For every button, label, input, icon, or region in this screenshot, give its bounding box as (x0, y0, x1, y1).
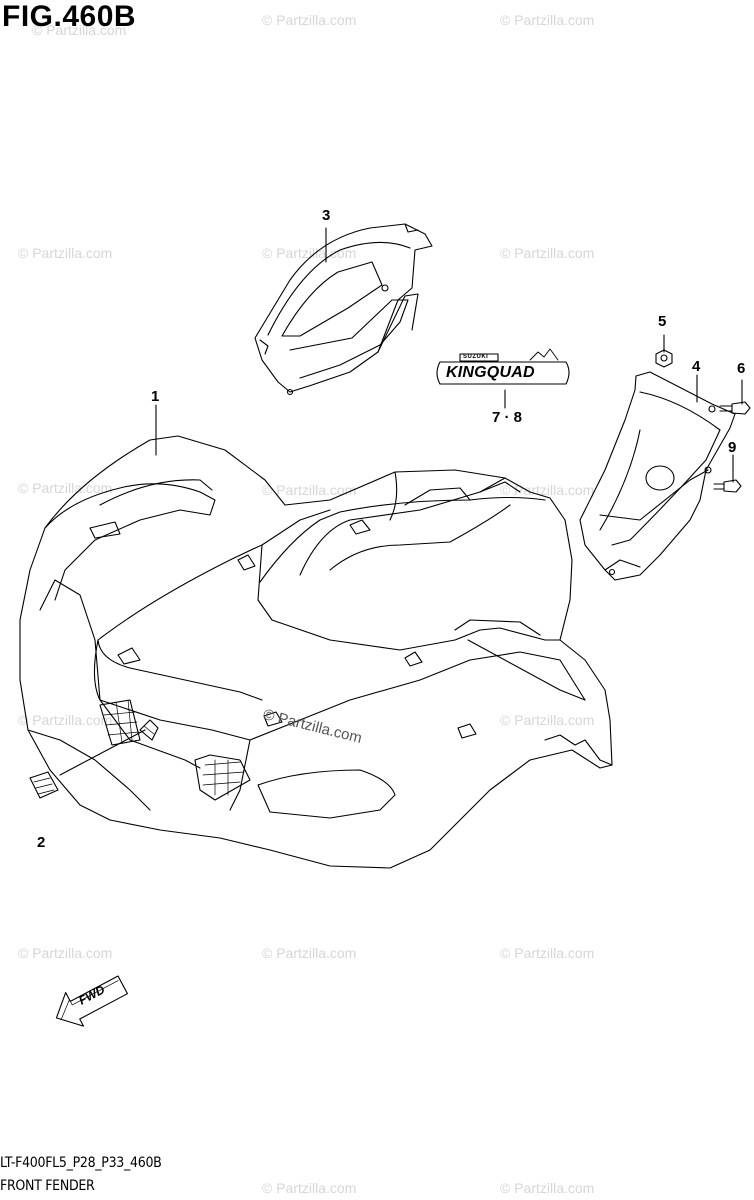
hardware-fasteners (655, 349, 751, 493)
callout-4: 4 (692, 358, 701, 375)
watermark: © Partzilla.com (32, 22, 127, 38)
watermark: © Partzilla.com (262, 245, 357, 261)
fwd-arrow (55, 975, 128, 1027)
callout-6: 6 (737, 360, 746, 377)
callout-9: 9 (728, 439, 737, 456)
callout-5: 5 (658, 313, 667, 330)
decal-brand-small: SUZUKI (463, 354, 489, 360)
callout-7-8: 7 · 8 (492, 409, 523, 426)
part-1-front-fender (19, 435, 613, 869)
part-7-8-decal (436, 348, 570, 385)
callout-3: 3 (322, 207, 331, 224)
callout-1: 1 (151, 388, 160, 405)
watermark: © Partzilla.com (500, 12, 595, 28)
figure-code: LT-F400FL5_P28_P33_460B (0, 1155, 162, 1171)
watermark: © Partzilla.com (500, 712, 595, 728)
watermark: © Partzilla.com (262, 12, 357, 28)
watermark: © Partzilla.com (262, 482, 357, 498)
watermark: © Partzilla.com (18, 245, 113, 261)
figure-name: FRONT FENDER (0, 1178, 95, 1194)
watermark: © Partzilla.com (18, 945, 113, 961)
watermark: © Partzilla.com (262, 945, 357, 961)
watermark: © Partzilla.com (500, 245, 595, 261)
watermark: © Partzilla.com (18, 712, 113, 728)
watermark: © Partzilla.com (500, 1180, 595, 1196)
figure-title: FIG.460B (2, 0, 137, 33)
leader-lines (59, 227, 743, 776)
part-2-clip (29, 771, 59, 799)
watermark: © Partzilla.com (262, 1180, 357, 1196)
part-4-side-panel (579, 371, 736, 581)
watermark: © Partzilla.com (500, 482, 595, 498)
callout-2: 2 (37, 834, 46, 851)
decal-brand-main: KINGQUAD (446, 364, 535, 381)
watermark: © Partzilla.com (500, 945, 595, 961)
part-3-inner-panel (254, 223, 433, 396)
watermark: © Partzilla.com (18, 480, 113, 496)
